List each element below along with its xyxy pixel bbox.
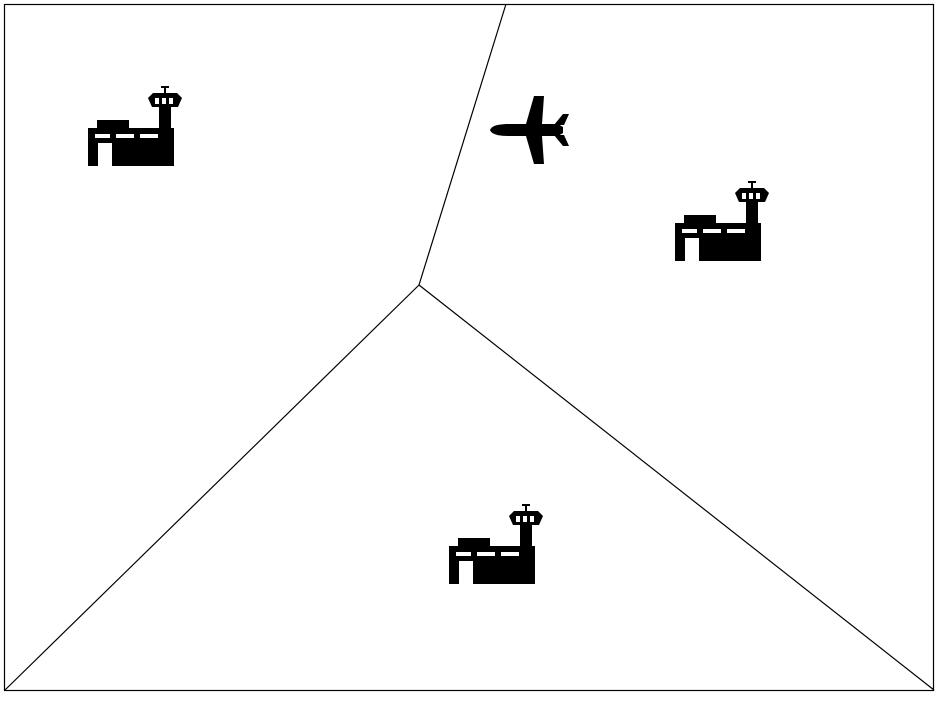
airplane-icon — [490, 96, 569, 164]
airport-control-tower-icon — [674, 180, 770, 262]
airport-control-tower-icon — [87, 85, 183, 167]
airport-control-tower-icon — [448, 503, 544, 585]
boundary-line-southwest — [4, 284, 420, 691]
diagram-frame — [3, 3, 935, 692]
boundary-line-north — [418, 3, 507, 286]
boundary-line-southeast — [418, 284, 935, 691]
